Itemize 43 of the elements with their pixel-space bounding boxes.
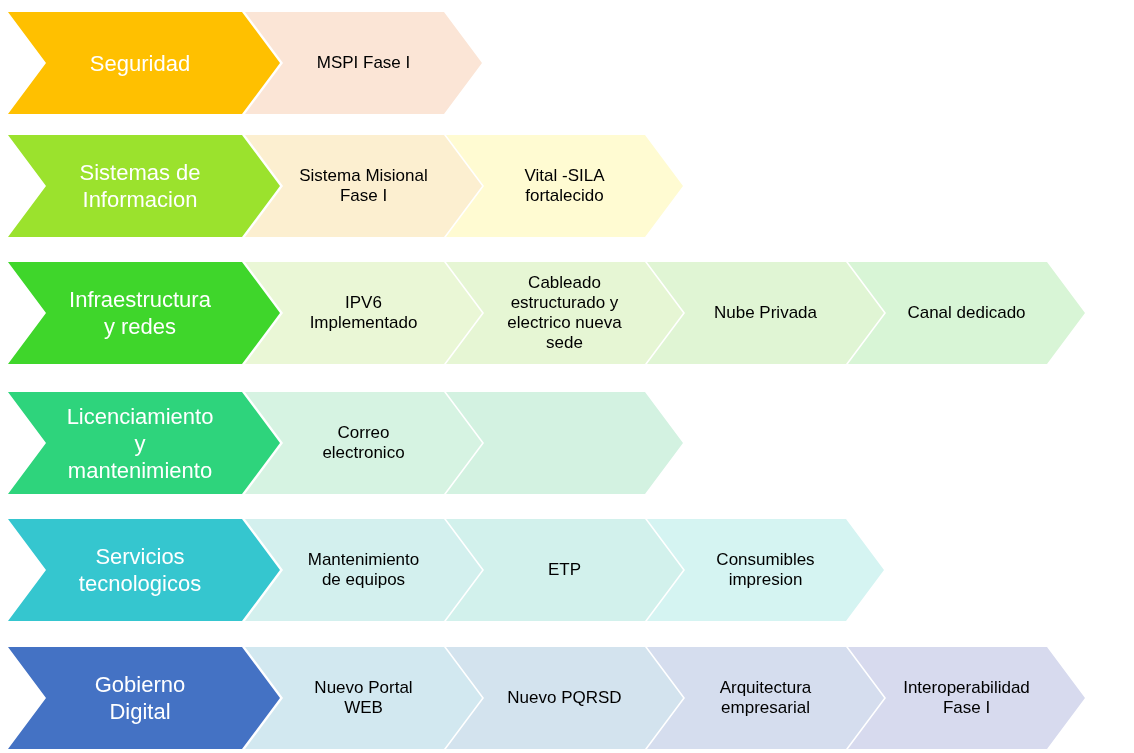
step-label: Nuevo PQRSD [507,688,622,708]
process-step [647,519,884,621]
step-label: MSPI Fase I [316,53,411,73]
process-step [245,262,482,364]
category-label: Sistemas de Informacion [78,159,202,213]
category-banner [8,135,280,237]
step-label: Cableado estructurado y electrico nueva sede [506,273,623,353]
category-label: Seguridad [89,49,191,77]
process-step [647,262,884,364]
process-step [446,647,683,749]
step-label: ETP [547,560,582,580]
process-step [446,392,683,494]
step-label: Correo electronico [321,423,406,463]
category-banner [8,392,280,494]
category-label: Servicios tecnologicos [77,543,203,597]
process-step [446,262,683,364]
step-label: Consumibles impresion [715,550,816,590]
process-step [245,135,482,237]
step-label: Vital -SILA fortalecido [523,166,606,206]
category-banner [8,647,280,749]
step-label: Nube Privada [714,303,817,323]
category-banner [8,262,280,364]
step-label: IPV6 Implementado [308,293,419,333]
process-step [245,12,482,114]
step-label: Canal dedicado [907,303,1026,323]
category-label: Licenciamiento y mantenimiento [65,402,215,484]
process-step [848,262,1085,364]
process-step [446,519,683,621]
process-step [848,647,1085,749]
process-step [245,519,482,621]
category-label: Infraestructura y redes [68,286,212,340]
process-step [245,392,482,494]
category-banner [8,12,280,114]
category-label: Gobierno Digital [93,671,187,725]
step-label: Sistema Misional Fase I [298,166,429,206]
step-label: Arquitectura empresarial [718,678,813,718]
step-label: Interoperabilidad Fase I [902,678,1031,718]
step-label: Mantenimiento de equipos [306,550,421,590]
step-label: Nuevo Portal WEB [313,678,414,718]
category-banner [8,519,280,621]
process-step [245,647,482,749]
process-step [647,647,884,749]
process-step [446,135,683,237]
